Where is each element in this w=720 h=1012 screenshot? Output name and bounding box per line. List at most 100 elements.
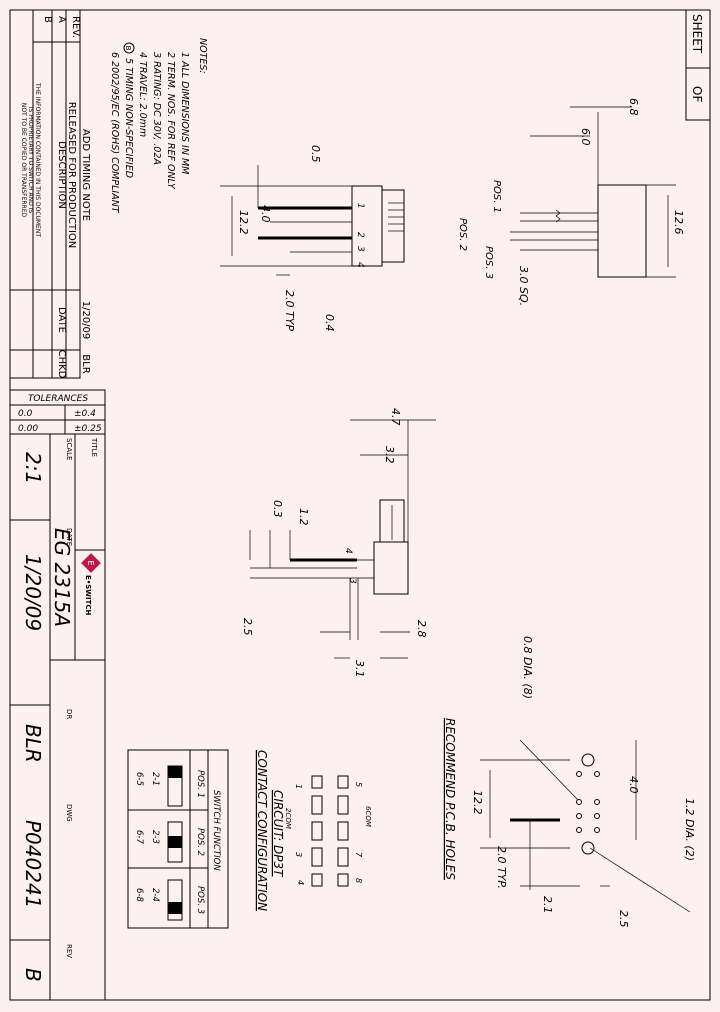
- dim-pcb-4-0: 4.0: [627, 776, 640, 794]
- title-block: SCALE 2:1 TITLE EG 2315A DATE 1/20/09 DR…: [9, 433, 106, 1001]
- notes: NOTES: 1 ALL DIMENSIONS IN MM 2 TERM. NO…: [109, 38, 208, 214]
- rev-header-rev: REV.: [70, 16, 81, 38]
- tol-value-1: 0.0: [18, 409, 33, 419]
- mid-pin-3: 3: [347, 578, 357, 584]
- rev-header-date: DATE: [56, 307, 67, 333]
- switch-function-table: SWITCH FUNCTION POS. 1 POS. 2 POS. 3 2-1…: [127, 749, 229, 929]
- pin-label-3: 3: [355, 246, 365, 252]
- proprietary-line-3: NOT TO BE COPIED OR TRANSFERRED: [20, 103, 27, 218]
- drawn-by: BLR: [21, 724, 45, 763]
- rev-row-b-chkd: BLR: [80, 354, 91, 373]
- circuit-title: CONTACT CONFIGURATION: [255, 750, 269, 911]
- dim-mid-1-2: 1.2: [297, 508, 310, 526]
- dim-mid-0-3: 0.3: [271, 500, 284, 518]
- dim-mid-2-8: 2.8: [415, 620, 428, 638]
- proprietary-line-2: IS PROPRIETARY TO SWITCH AND IS: [27, 107, 34, 214]
- rev-row-b-rev: B: [42, 16, 53, 23]
- switch-function-heading: SWITCH FUNCTION: [211, 790, 221, 871]
- sheet-box: SHEET OF: [685, 9, 711, 121]
- rev-row-b-description: ADD TIMING NOTE: [80, 129, 91, 221]
- sf-pos3-b: 6-8: [134, 888, 144, 902]
- sf-pos2-b: 6-7: [134, 830, 144, 844]
- dim-top-height-2: 6.0: [579, 128, 592, 146]
- note-1: 1 ALL DIMENSIONS IN MM: [179, 52, 190, 174]
- tolerances-heading: TOLERANCES: [28, 394, 88, 404]
- circuit-subtitle: CIRCUIT: DP3T: [271, 790, 285, 878]
- dwg-label: DWG: [65, 804, 73, 822]
- rev-b-marker-letter: B: [124, 46, 132, 51]
- side-view-left: 12.2 4.0 0.5 2.0 TYP 0.4 1 2 3 4: [220, 145, 405, 332]
- sheet-of-label: OF: [690, 86, 704, 102]
- dim-pcb-2-5: 2.5: [617, 910, 630, 928]
- rev-row-a-description: RELEASED FOR PRODUCTION: [66, 102, 77, 249]
- term-3: 3: [294, 852, 303, 857]
- sf-pos2-a: 2-3: [150, 830, 160, 844]
- com-6: 6COM: [364, 806, 372, 827]
- note-2: 2 TERM. NOS. FOR REF ONLY: [165, 52, 176, 190]
- eswitch-logo: E E•SWITCH: [81, 553, 101, 616]
- pos3-label: POS. 3: [483, 246, 494, 279]
- dim-mid-4-7: 4.7: [389, 408, 402, 426]
- drawing-title: EG 2315A: [50, 528, 74, 627]
- dim-mid-2-5: 2.5: [241, 618, 254, 636]
- pcb-holes-view: RECOMMEND P.C.B. HOLES 0.8 DIA. (8) 1.2 …: [443, 636, 696, 928]
- rev-row-b-date: 1/20/09: [80, 301, 91, 340]
- sf-pos1-b: 6-5: [134, 772, 144, 786]
- dim-left-4-0: 4.0: [259, 205, 272, 223]
- dim-left-0-4: 0.4: [323, 314, 336, 332]
- dim-left-12-2: 12.2: [237, 210, 250, 235]
- drawing-rev: B: [21, 968, 45, 982]
- tol-value-2: 0.00: [18, 424, 38, 434]
- dim-pcb-2-0-typ: 2.0 TYP.: [495, 846, 508, 889]
- dim-left-2-0-typ: 2.0 TYP: [283, 290, 296, 331]
- notes-heading: NOTES:: [197, 38, 208, 74]
- dim-mid-3-2: 3.2: [383, 446, 396, 464]
- note-4: 4 TRAVEL: 2.0mm: [137, 52, 148, 137]
- pcb-hole-large-1: [581, 753, 595, 767]
- pin-label-4: 4: [355, 262, 365, 268]
- dim-left-0-5: 0.5: [309, 145, 322, 163]
- rev-row-a-rev: A: [56, 16, 67, 23]
- tol-range-1: ±0.4: [74, 409, 96, 419]
- mid-pin-4: 4: [343, 548, 353, 554]
- note-5: 5 TIMING NON-SPECIFIED: [123, 58, 134, 178]
- dim-pcb-2-1: 2.1: [541, 896, 554, 914]
- rev-b-marker-circle: [123, 42, 135, 54]
- dim-pcb-0-8-dia: 0.8 DIA. (8): [521, 636, 534, 699]
- side-view-middle: 4.7 3.2 1.2 0.3 2.5 2.8 3.1 4 3: [241, 408, 436, 678]
- dim-top-width: 12.6: [672, 210, 685, 235]
- pin-label-2: 2: [355, 232, 365, 238]
- pin-label-1: 1: [355, 203, 365, 209]
- dim-mid-3-1: 3.1: [353, 660, 366, 678]
- top-view: 12.6 6.8 6.0 3.0 SQ. POS. 1 POS. 2 POS. …: [457, 98, 685, 306]
- drawing-number: P040241: [21, 820, 45, 908]
- pos1-label: POS. 1: [491, 180, 502, 213]
- dim-pcb-12-2: 12.2: [471, 790, 484, 815]
- rev-label: REV: [65, 944, 73, 958]
- proprietary-line-1: THE INFORMATION CONTAINED IN THIS DOCUME…: [34, 82, 41, 237]
- svg-text:E: E: [86, 560, 95, 565]
- pcb-hole-large-2: [581, 841, 595, 855]
- sf-pos1-a: 2-1: [150, 772, 160, 786]
- sheet-label: SHEET: [690, 14, 704, 54]
- drawing-date: 1/20/09: [21, 554, 45, 631]
- rev-header-description: DESCRIPTION: [56, 141, 67, 209]
- sf-pos2: POS. 2: [195, 828, 205, 856]
- dim-top-square: 3.0 SQ.: [517, 266, 530, 306]
- pos2-label: POS. 2: [457, 218, 468, 251]
- tolerances-block: TOLERANCES 0.0 ±0.4 0.00 ±0.25: [9, 389, 106, 435]
- term-7: 7: [354, 852, 363, 858]
- com-2: 2COM: [284, 808, 292, 829]
- sf-pos1: POS. 1: [195, 770, 205, 798]
- pcb-title: RECOMMEND P.C.B. HOLES: [443, 718, 457, 880]
- date-label: DATE: [65, 528, 73, 546]
- brand-name: E•SWITCH: [84, 575, 92, 616]
- tol-range-2: ±0.25: [74, 424, 102, 434]
- sf-slider-pos3: [167, 879, 183, 921]
- dim-top-height-1: 6.8: [627, 98, 640, 116]
- term-1: 1: [294, 784, 303, 789]
- dim-pcb-1-2-dia: 1.2 DIA. (2): [683, 798, 696, 861]
- revision-block: REV. A B DESCRIPTION RELEASED FOR PRODUC…: [9, 9, 91, 379]
- note-3: 3 RATING: DC 30V, .02A: [151, 52, 162, 165]
